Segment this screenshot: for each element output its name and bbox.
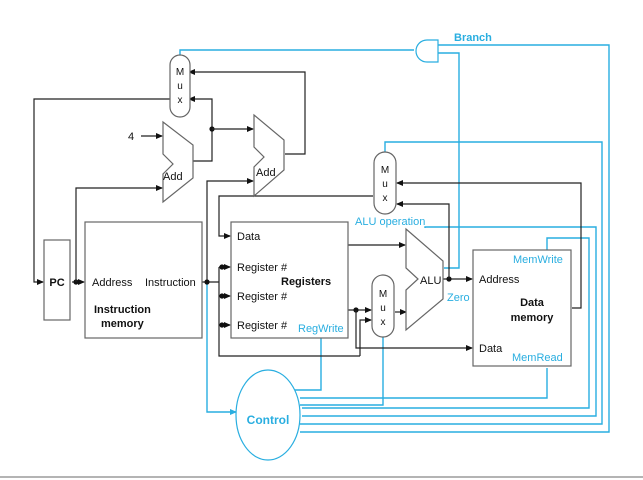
control-unit[interactable]: Control xyxy=(235,369,301,461)
branch-wire xyxy=(300,44,610,433)
instruction-memory[interactable]: Address Instruction Instruction memory xyxy=(84,221,203,339)
data-memory[interactable]: MemWrite Address Data memory Data MemRea… xyxy=(472,249,572,367)
dm-data-label: Data xyxy=(479,343,503,355)
offset-to-adder-wire xyxy=(206,178,254,283)
im-instruction-label: Instruction xyxy=(145,277,196,289)
memwrite-wire xyxy=(302,237,590,409)
memread-wire xyxy=(300,368,548,399)
pc-register[interactable]: PC xyxy=(43,239,71,321)
alu-operation-label: ALU operation xyxy=(355,216,425,228)
pc-in-wire xyxy=(33,98,170,285)
writeback-mux[interactable]: M u x xyxy=(373,151,397,215)
constant-four: 4 xyxy=(128,131,134,143)
mem-read-data-wire xyxy=(396,180,582,309)
reg-data-label: Data xyxy=(237,231,261,243)
svg-text:u: u xyxy=(380,303,386,314)
dm-address-label: Address xyxy=(479,274,520,286)
memtoreg-wire xyxy=(300,141,603,425)
datapath-wires xyxy=(33,69,582,357)
svg-text:x: x xyxy=(381,317,386,328)
control-wires xyxy=(179,44,610,433)
reg2-label: Register # xyxy=(237,291,288,303)
aluop-wire xyxy=(302,226,597,417)
alusrc-mux[interactable]: M u x xyxy=(371,274,395,338)
reg1-label: Register # xyxy=(237,262,288,274)
memread-label: MemRead xyxy=(512,352,563,364)
writeback-wire xyxy=(218,195,373,239)
im-name-2: memory xyxy=(101,318,145,330)
instr-bus-wire xyxy=(218,267,360,357)
alu[interactable]: ALU Zero xyxy=(405,227,470,332)
pc-adder-label: Add xyxy=(163,171,183,183)
pc-mux[interactable]: M u x xyxy=(169,54,191,118)
pcsrc-wire xyxy=(179,49,414,67)
svg-text:x: x xyxy=(383,193,388,204)
pc-adder[interactable]: Add 4 xyxy=(128,120,194,204)
svg-text:x: x xyxy=(178,95,183,106)
branch-and-gate[interactable]: Branch xyxy=(415,32,492,63)
zero-wire xyxy=(438,52,460,269)
pc-label: PC xyxy=(49,277,64,289)
dm-name-2: memory xyxy=(511,312,555,324)
branch-target-wire xyxy=(188,69,306,155)
write-data-wire xyxy=(355,310,473,351)
branch-adder[interactable]: Add xyxy=(253,113,285,198)
svg-text:M: M xyxy=(379,289,387,300)
svg-text:u: u xyxy=(382,179,388,190)
branch-label: Branch xyxy=(454,32,492,44)
regwrite-label: RegWrite xyxy=(298,323,344,335)
regwrite-wire xyxy=(292,338,322,391)
branch-adder-label: Add xyxy=(256,167,276,179)
instr-to-control-wire xyxy=(206,283,237,415)
memwrite-label: MemWrite xyxy=(513,254,563,266)
svg-text:u: u xyxy=(177,81,183,92)
reg3-label: Register # xyxy=(237,320,288,332)
alusrc-wire xyxy=(300,336,384,406)
zero-label: Zero xyxy=(447,292,470,304)
svg-text:M: M xyxy=(176,67,184,78)
alu-label: ALU xyxy=(420,275,441,287)
pc-to-adder-wire xyxy=(75,185,163,282)
im-address-label: Address xyxy=(92,277,133,289)
svg-text:M: M xyxy=(381,165,389,176)
alu-to-mux-wire xyxy=(396,201,450,279)
im-name-1: Instruction xyxy=(94,304,151,316)
control-label: Control xyxy=(247,413,290,427)
registers-name: Registers xyxy=(281,276,331,288)
dm-name-1: Data xyxy=(520,297,545,309)
register-file[interactable]: Data Register # Register # Register # Re… xyxy=(230,221,349,339)
